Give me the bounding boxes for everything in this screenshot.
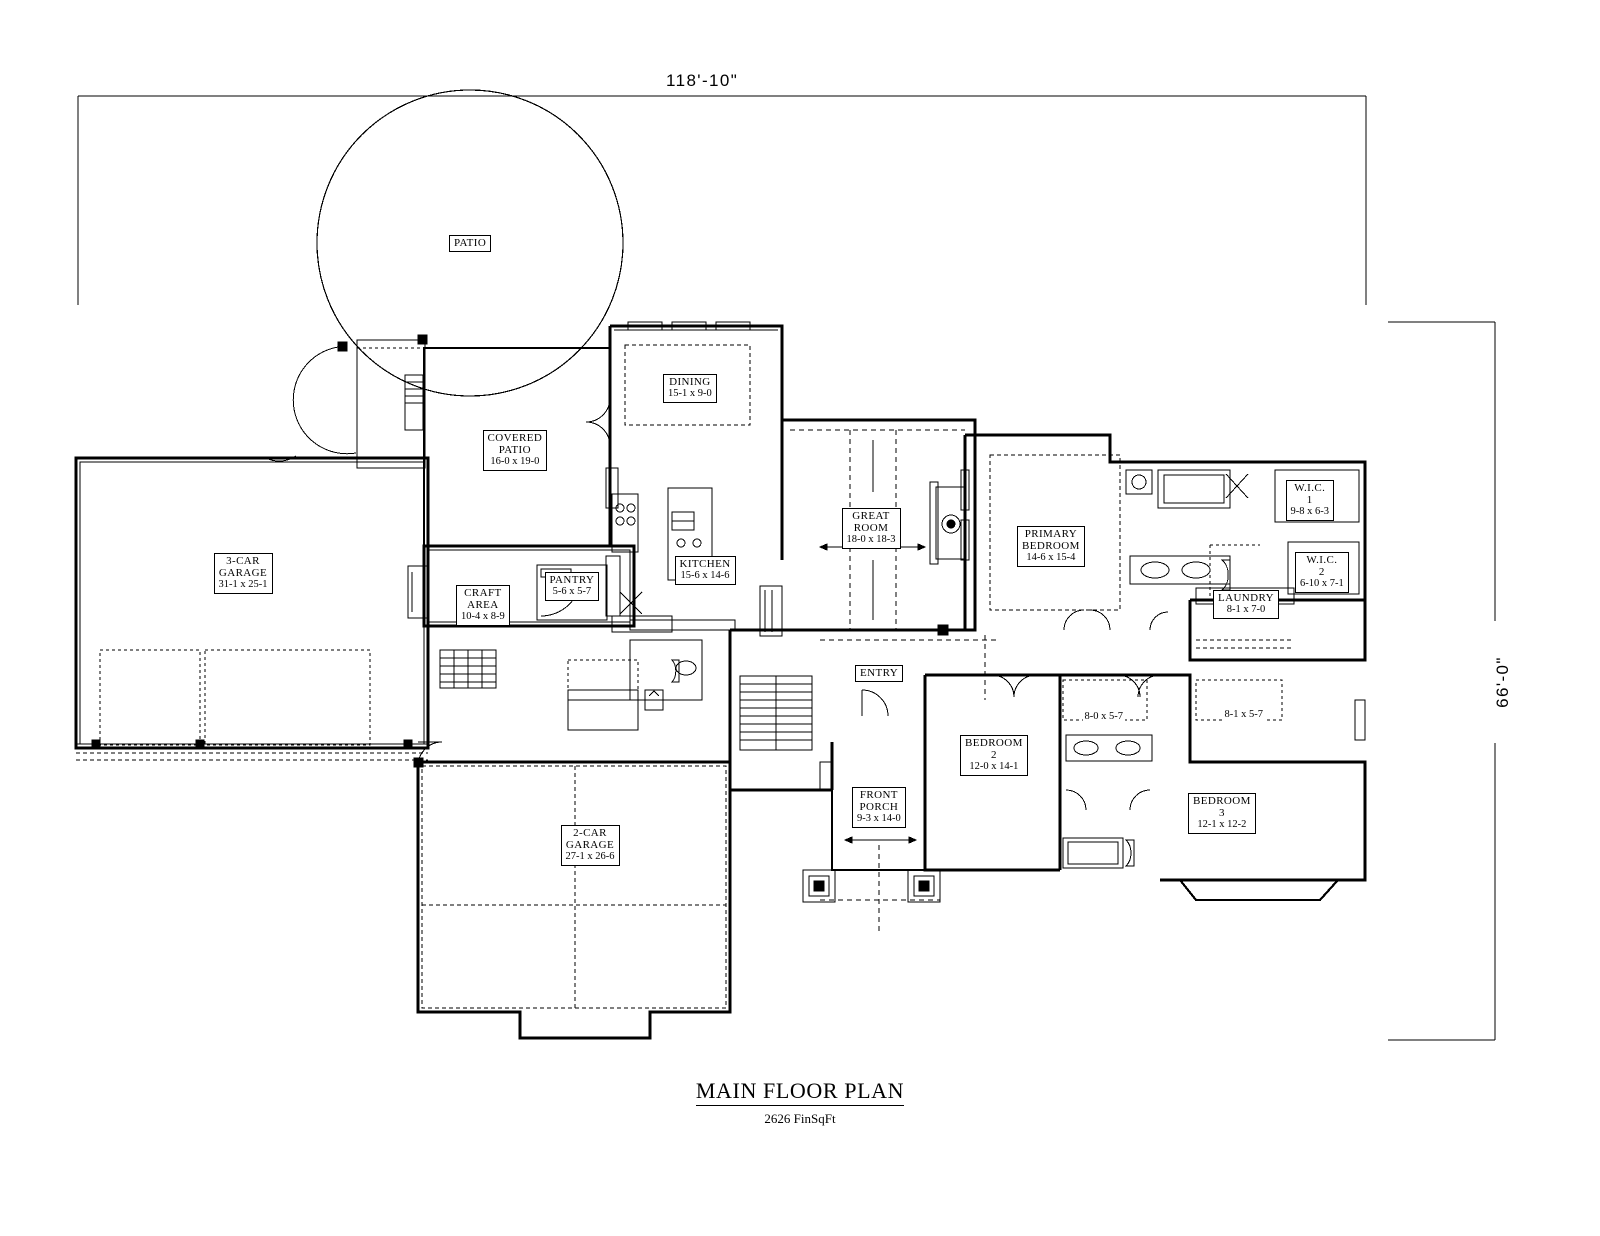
room-label-box-bath_b: 8-1 x 5-7: [1222, 709, 1265, 721]
room-dim-bath_b: 8-1 x 5-7: [1224, 709, 1264, 720]
plan-title: MAIN FLOOR PLAN: [695, 1078, 905, 1106]
room-name-garage2: 2-CAR: [573, 826, 607, 839]
room-name-pantry: PANTRY: [549, 573, 595, 586]
overall-depth-dimension: 66'-0": [1493, 621, 1513, 743]
room-dim-dining: 15-1 x 9-0: [668, 387, 712, 399]
room-name-primary-1: BEDROOM: [1022, 539, 1080, 552]
room-dim-pantry: 5-6 x 5-7: [552, 585, 592, 597]
room-name-covered_patio: COVERED: [487, 431, 543, 444]
room-dim-wic2: 6-10 x 7-1: [1300, 578, 1344, 590]
room-name-craft: CRAFT: [464, 586, 502, 599]
plan-subtitle: 2626 FinSqFt: [764, 1111, 836, 1126]
room-dim-craft: 10-4 x 8-9: [461, 611, 505, 623]
room-dim-bed2: 12-0 x 14-1: [969, 761, 1019, 773]
room-name-wic1-1: 1: [1306, 493, 1313, 506]
room-name-dining: DINING: [669, 375, 711, 388]
room-name-covered_patio-1: PATIO: [498, 443, 531, 456]
overall-width-dimension: 118'-10": [660, 71, 745, 91]
room-name-bed2-1: 2: [990, 748, 997, 761]
room-name-bed3-1: 3: [1218, 806, 1225, 819]
room-dim-covered_patio: 16-0 x 19-0: [490, 456, 540, 468]
room-name-great_room: GREAT: [852, 509, 890, 522]
room-name-bed3: BEDROOM: [1193, 794, 1251, 807]
room-dim-laundry: 8-1 x 7-0: [1226, 603, 1266, 615]
room-name-garage2-1: GARAGE: [565, 838, 615, 851]
room-name-wic2: W.I.C.: [1306, 553, 1338, 566]
room-name-entry: ENTRY: [860, 666, 899, 679]
room-name-wic1: W.I.C.: [1294, 481, 1326, 494]
room-name-garage3: 3-CAR: [226, 554, 260, 567]
room-dim-bed3: 12-1 x 12-2: [1197, 819, 1247, 831]
room-label-box-bath_a: 8-0 x 5-7: [1082, 711, 1125, 723]
room-label-patio: PATIO: [449, 234, 492, 252]
room-dim-garage2: 27-1 x 26-6: [565, 851, 615, 863]
room-name-wic2-1: 2: [1318, 565, 1325, 578]
room-name-laundry: LAUNDRY: [1218, 591, 1274, 604]
room-name-front_porch-1: PORCH: [859, 800, 899, 813]
room-dim-great_room: 18-0 x 18-3: [846, 534, 896, 546]
room-label-bath_b: 8-1 x 5-7: [1222, 709, 1265, 721]
room-name-craft-1: AREA: [467, 598, 499, 611]
room-label-bath_a: 8-0 x 5-7: [1082, 711, 1125, 723]
room-label-box-entry: ENTRY: [855, 664, 904, 682]
room-dim-bath_a: 8-0 x 5-7: [1084, 711, 1124, 722]
room-name-great_room-1: ROOM: [853, 521, 889, 534]
room-dim-garage3: 31-1 x 25-1: [218, 579, 268, 591]
title-block: MAIN FLOOR PLAN 2626 FinSqFt: [600, 1078, 1000, 1127]
room-dim-front_porch: 9-3 x 14-0: [857, 813, 901, 825]
room-name-front_porch: FRONT: [859, 788, 898, 801]
room-dim-primary: 14-6 x 15-4: [1026, 552, 1076, 564]
room-dim-kitchen: 15-6 x 14-6: [680, 569, 730, 581]
room-label-box-patio: PATIO: [449, 234, 492, 252]
room-name-primary: PRIMARY: [1024, 527, 1078, 540]
room-name-patio: PATIO: [454, 236, 487, 249]
room-dim-wic1: 9-8 x 6-3: [1290, 506, 1330, 518]
room-name-kitchen: KITCHEN: [679, 557, 731, 570]
room-name-bed2: BEDROOM: [965, 736, 1023, 749]
room-name-garage3-1: GARAGE: [218, 566, 268, 579]
room-label-entry: ENTRY: [855, 664, 904, 682]
